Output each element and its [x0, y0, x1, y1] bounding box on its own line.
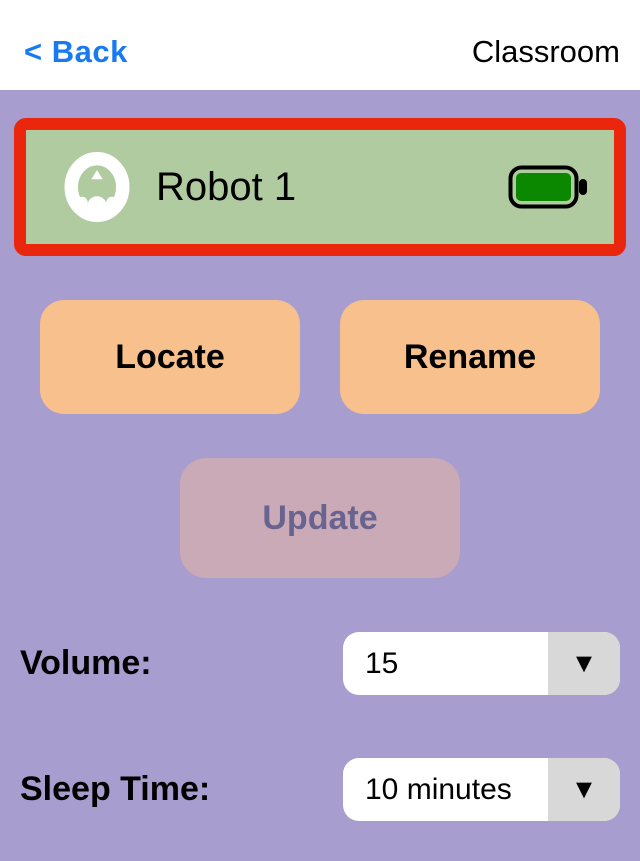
page-title: Classroom	[471, 34, 620, 69]
update-button[interactable]: Update	[180, 458, 460, 578]
sleep-time-value: 10 minutes	[365, 772, 512, 806]
robot-name: Robot 1	[156, 164, 297, 209]
navbar: < Back Classroom	[0, 0, 640, 90]
sleep-time-dropdown-arrow-box: ▼	[548, 758, 620, 821]
chevron-down-icon: ▼	[570, 648, 598, 678]
volume-label: Volume:	[20, 644, 152, 682]
volume-value: 15	[365, 646, 399, 680]
volume-dropdown-arrow-box: ▼	[548, 632, 620, 695]
battery-full-icon	[508, 165, 588, 209]
sleep-time-dropdown[interactable]: 10 minutes ▼	[343, 758, 620, 821]
back-button[interactable]: < Back	[24, 34, 128, 69]
sleep-time-label: Sleep Time:	[20, 770, 211, 808]
chevron-down-icon: ▼	[570, 774, 598, 804]
rename-button[interactable]: Rename	[340, 300, 600, 414]
volume-dropdown[interactable]: 15 ▼	[343, 632, 620, 695]
action-button-row: Locate Rename	[40, 300, 600, 414]
robot-icon	[64, 151, 130, 223]
locate-button[interactable]: Locate	[40, 300, 300, 414]
volume-row: Volume: 15 ▼	[20, 632, 620, 695]
robot-card[interactable]: Robot 1	[14, 118, 626, 256]
sleep-time-row: Sleep Time: 10 minutes ▼	[20, 758, 620, 821]
